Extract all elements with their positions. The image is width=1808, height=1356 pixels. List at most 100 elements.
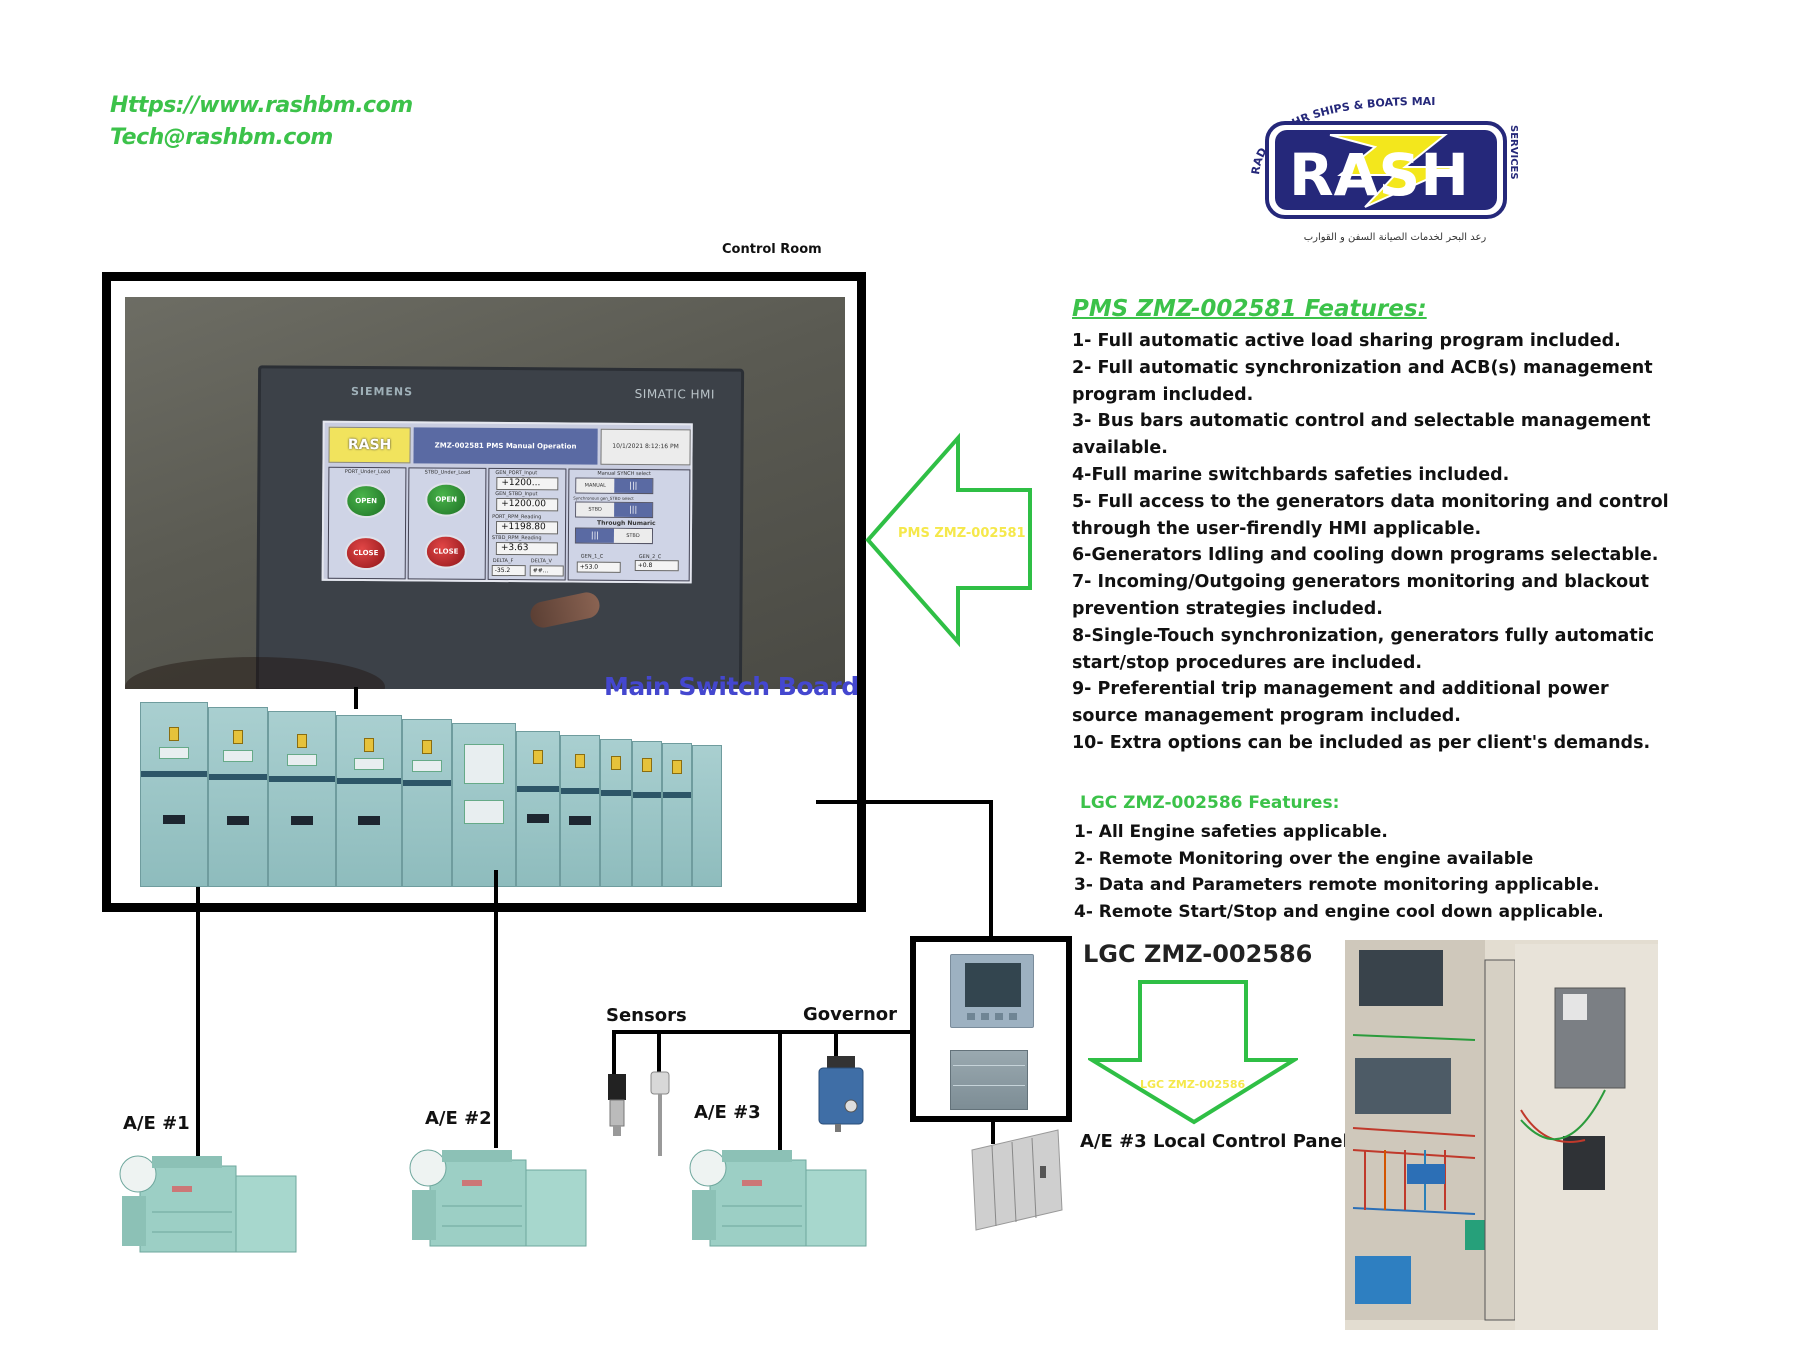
- hmi-brand: SIEMENS: [350, 384, 414, 399]
- sensor2-line: [657, 1030, 661, 1076]
- reading-value: +3.63: [495, 541, 558, 556]
- toggle-on-label: |||: [575, 528, 615, 543]
- lgc-arrow-label: LGC ZMZ-002586: [1140, 1078, 1246, 1091]
- website-link[interactable]: Https://www.rashbm.com: [110, 93, 413, 118]
- toggle-off-label: STBD: [613, 528, 653, 544]
- lgc-features-title: LGC ZMZ-002586 Features:: [1080, 793, 1340, 813]
- switchboard-cabinet: [560, 735, 600, 887]
- switchboard-cabinet: [402, 719, 452, 887]
- switchboard-control-section: [452, 723, 516, 887]
- switchboard-cabinet: [208, 707, 268, 887]
- reading-value: +1198.80: [495, 520, 559, 535]
- engine-label: A/E #3: [694, 1102, 761, 1123]
- stbd-breaker-panel: STBD_Under_Load OPEN CLOSE: [407, 467, 487, 580]
- switchboard-cabinet: [692, 745, 722, 887]
- delta-f-label: DELTA_F: [492, 557, 514, 565]
- lgc-feature-item: 1- All Engine safeties applicable.: [1074, 822, 1388, 842]
- msb-to-ae2-line: [494, 870, 498, 1148]
- switchboard-cabinet: [662, 743, 692, 887]
- selector-caption: Through Numaric: [597, 519, 656, 528]
- gen1-label: GEN_1_C: [580, 553, 604, 560]
- switchboard-cabinet: [336, 715, 402, 887]
- port-breaker-panel: PORT_Under_Load OPEN CLOSE: [327, 466, 407, 580]
- delta-v-value: ##...: [529, 565, 564, 577]
- selector-caption: Synchronous gen_STBD select: [573, 495, 634, 501]
- reading-value: +1200.00: [496, 497, 559, 512]
- switchboard-cabinet: [632, 741, 662, 887]
- port-close-button[interactable]: CLOSE: [344, 535, 387, 571]
- gen1-value: +53.0: [576, 561, 621, 573]
- msb-to-lgc-line: [989, 800, 993, 940]
- contact-info: Https://www.rashbm.com Tech@rashbm.com: [110, 90, 413, 154]
- reading-label: STBD_RPM_Reading: [491, 534, 542, 542]
- pms-feature-item: 7- Incoming/Outgoing generators monitori…: [1072, 572, 1649, 619]
- pms-feature-item: 2- Full automatic synchronization and AC…: [1072, 357, 1653, 405]
- stbd-synch-toggle[interactable]: STBD |||: [575, 501, 654, 519]
- stbd-open-button[interactable]: OPEN: [425, 482, 468, 517]
- email-link[interactable]: Tech@rashbm.com: [110, 125, 333, 150]
- lgc-arrow-icon: [1088, 980, 1298, 1125]
- port-open-button[interactable]: OPEN: [345, 483, 388, 519]
- pms-feature-item: 5- Full access to the generators data mo…: [1072, 491, 1669, 539]
- main-switch-board-label: Main Switch Board: [604, 672, 859, 701]
- pms-feature-item: 6-Generators Idling and cooling down pro…: [1072, 545, 1659, 566]
- manual-synch-toggle[interactable]: MANUAL |||: [575, 477, 654, 495]
- hmi-to-msb-line: [354, 687, 358, 709]
- switchboard-cabinet: [140, 702, 208, 887]
- msb-to-lgc-line: [816, 800, 992, 804]
- governor-line: [834, 1030, 838, 1074]
- stbd-panel-caption: STBD_Under_Load: [424, 469, 471, 476]
- hmi-screen-title: ZMZ-002581 PMS Manual Operation: [413, 427, 598, 465]
- lgc-unit-frame: [910, 936, 1072, 1122]
- lgc-feature-item: 2- Remote Monitoring over the engine ava…: [1074, 848, 1534, 869]
- toggle-off-label: STBD: [576, 502, 615, 517]
- hmi-screen[interactable]: RASH ZMZ-002581 PMS Manual Operation 10/…: [321, 420, 693, 584]
- lgc-heading: LGC ZMZ-002586: [1083, 940, 1313, 968]
- reading-label: GEN_STBD_Input: [495, 490, 538, 498]
- logo-mark: RASH: [1289, 141, 1469, 209]
- sensors-label: Sensors: [606, 1005, 687, 1026]
- logo-arabic-text: رعد البحر لخدمات الصيانة السفن و القوارب: [1304, 232, 1487, 243]
- cabinet-photo-illustration: [1345, 940, 1658, 1330]
- hmi-screen-datetime: 10/1/2021 8:12:16 PM: [600, 428, 691, 466]
- lgc-hmi-panel: [950, 954, 1034, 1028]
- rash-logo-icon: RAD ALBAHR SHIPS & BOATS MAINTENANCES SE…: [1240, 85, 1519, 243]
- governor-icon: [818, 1056, 864, 1132]
- engine-label: A/E #1: [123, 1113, 190, 1134]
- control-room-frame: [102, 272, 866, 912]
- lgc-feature-item: 4- Remote Start/Stop and engine cool dow…: [1074, 901, 1604, 922]
- switchboard-cabinet: [600, 739, 632, 887]
- temperature-sensor-icon: [650, 1071, 670, 1156]
- readings-panel: GEN_PORT_Input +1200... GEN_STBD_Input +…: [487, 467, 567, 581]
- msb-to-ae1-line: [196, 887, 200, 1157]
- selector-caption: Manual SYNCH select: [597, 470, 651, 478]
- lgc-to-local-panel-line: [991, 1118, 995, 1144]
- reading-label: GEN_PORT_Input: [495, 469, 538, 477]
- pressure-sensor-icon: [608, 1074, 626, 1136]
- lgc-features-list: 1- All Engine safeties applicable. 2- Re…: [1074, 819, 1674, 925]
- switchboard-cabinet: [516, 731, 560, 887]
- lgc-to-ae3-line: [778, 1030, 782, 1158]
- engine-ae2-icon: [409, 1149, 587, 1247]
- port-panel-caption: PORT_Under_Load: [344, 468, 391, 476]
- stbd-close-button[interactable]: CLOSE: [424, 534, 467, 569]
- pms-feature-item: 1- Full automatic active load sharing pr…: [1072, 331, 1621, 351]
- logo-side-text: SERVICES: [1508, 125, 1519, 180]
- delta-v-label: DELTA_V: [530, 558, 552, 565]
- hmi-model: SIMATIC HMI: [634, 386, 716, 402]
- governor-label: Governor: [803, 1004, 898, 1025]
- pms-features-list: 1- Full automatic active load sharing pr…: [1072, 328, 1672, 757]
- gen2-value: +0.8: [634, 559, 679, 572]
- through-numeric-toggle[interactable]: ||| STBD: [574, 527, 654, 545]
- lgc-plc-module: [950, 1050, 1028, 1110]
- pms-feature-item: 9- Preferential trip management and addi…: [1072, 679, 1609, 727]
- sensor1-line: [612, 1030, 616, 1082]
- switchboard-cabinet: [268, 711, 336, 887]
- pms-feature-item: 3- Bus bars automatic control and select…: [1072, 411, 1651, 459]
- toggle-on-label: |||: [614, 502, 653, 518]
- company-logo: RAD ALBAHR SHIPS & BOATS MAINTENANCES SE…: [1240, 85, 1575, 255]
- reading-label: PORT_RPM_Reading: [492, 513, 542, 521]
- lgc-to-sensors-line: [612, 1030, 913, 1034]
- delta-f-value: -35.2: [491, 564, 526, 577]
- local-control-panel-icon: [971, 1129, 1063, 1231]
